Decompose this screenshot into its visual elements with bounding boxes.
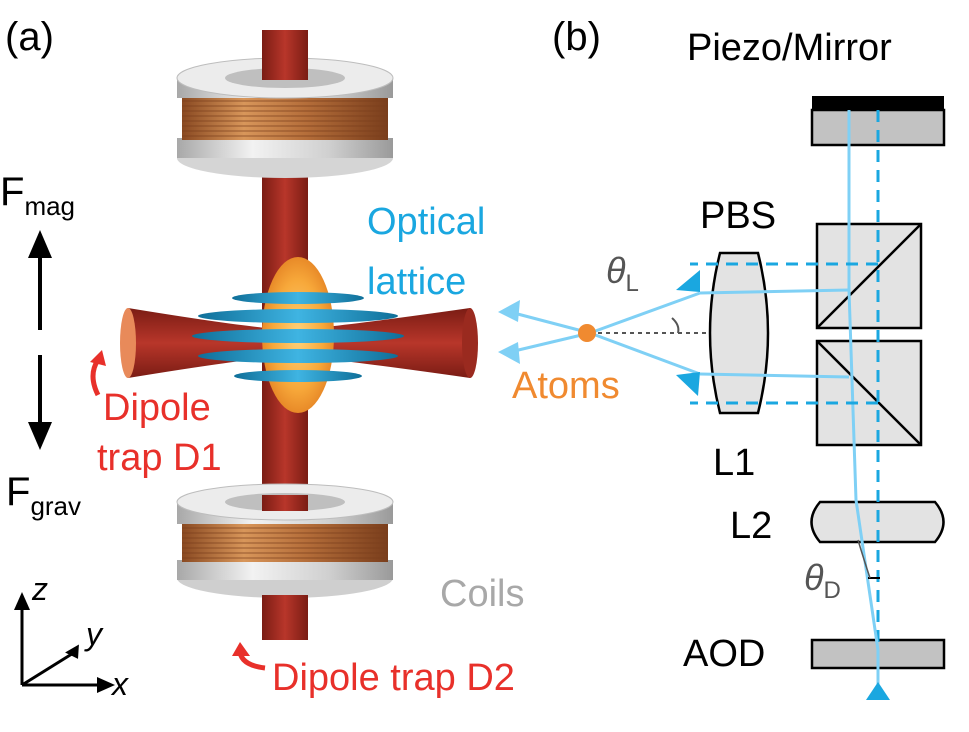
input-arrow (866, 682, 890, 700)
optical-lattice-disks (192, 292, 404, 382)
coordinate-axes (20, 600, 105, 687)
panel-a (14, 30, 478, 693)
dipole-d1-label-2: trap D1 (97, 437, 222, 479)
panel-a-label: (a) (5, 15, 54, 59)
aod-label: AOD (683, 633, 765, 675)
dipole-d1-pointer (90, 358, 101, 397)
force-grav-label: Fgrav (6, 470, 81, 521)
bottom-coil (176, 483, 394, 598)
laser-beam-path (509, 110, 880, 700)
optical-lattice-label-1: Optical (367, 201, 485, 243)
axis-y-label: y (84, 616, 104, 652)
theta-l-label: θL (606, 250, 639, 297)
top-coil (176, 30, 394, 178)
atoms-dot (578, 324, 596, 342)
axis-x-label: x (110, 666, 129, 702)
theta-d-label: θD (804, 557, 841, 604)
l1-label: L1 (713, 442, 755, 484)
axis-z-label: z (31, 571, 48, 607)
lens-l1 (708, 251, 770, 415)
piezo-mirror (812, 96, 944, 110)
dipole-d1-label-1: Dipole (103, 387, 211, 429)
pbs-cubes (815, 222, 923, 447)
optical-lattice-label-2: lattice (367, 261, 466, 303)
piezo-mirror-label: Piezo/Mirror (687, 27, 892, 69)
l2-label: L2 (730, 505, 772, 547)
force-mag-label: Fmag (0, 170, 75, 221)
atoms-label: Atoms (512, 365, 620, 407)
panel-b-label: (b) (552, 15, 601, 59)
coils-label: Coils (440, 573, 524, 615)
pbs-label: PBS (700, 195, 776, 237)
dashed-beams (690, 262, 878, 405)
panel-b (498, 96, 946, 700)
dipole-d2-label: Dipole trap D2 (272, 657, 515, 699)
